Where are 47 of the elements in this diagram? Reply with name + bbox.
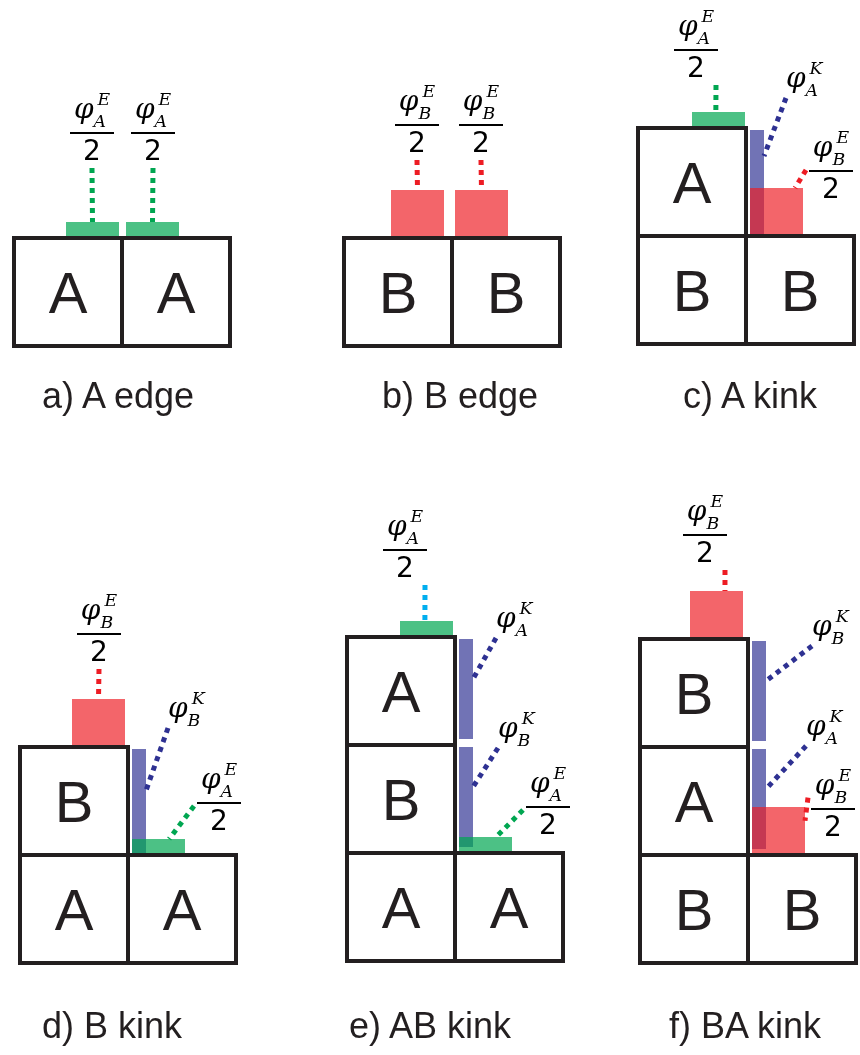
boundary-bar bbox=[66, 222, 119, 236]
boundary-bar bbox=[690, 591, 743, 637]
boundary-bar bbox=[400, 621, 453, 635]
leader-line bbox=[422, 585, 428, 621]
leader-line bbox=[89, 167, 95, 223]
math-label: 2 bbox=[822, 172, 840, 206]
boundary-bar bbox=[126, 222, 179, 236]
leader-line bbox=[792, 168, 809, 190]
math-label: 2 bbox=[210, 804, 228, 838]
panel-caption: a) A edge bbox=[41, 375, 195, 417]
panel-caption: d) B kink bbox=[42, 1005, 182, 1047]
panel-caption: f) BA kink bbox=[668, 1005, 822, 1047]
math-label: 2 bbox=[144, 134, 162, 168]
leader-line bbox=[713, 85, 719, 112]
leader-line bbox=[150, 167, 156, 223]
leader-line bbox=[470, 636, 499, 681]
boundary-bar bbox=[692, 112, 745, 126]
boundary-bar bbox=[459, 639, 473, 739]
leader-line bbox=[143, 727, 171, 792]
math-label: 2 bbox=[83, 134, 101, 168]
leader-line bbox=[764, 744, 808, 791]
math-label: 2 bbox=[408, 126, 426, 160]
leader-line bbox=[802, 797, 811, 822]
panel-caption: c) A kink bbox=[682, 375, 818, 417]
math-label: 2 bbox=[539, 808, 557, 842]
boundary-bar bbox=[459, 837, 512, 851]
leader-line bbox=[494, 808, 525, 839]
math-label: 2 bbox=[90, 635, 108, 669]
boundary-bar bbox=[752, 807, 805, 853]
math-label: 2 bbox=[824, 810, 842, 844]
math-label: 2 bbox=[396, 551, 414, 585]
math-label: 2 bbox=[696, 536, 714, 570]
boundary-bar bbox=[455, 190, 508, 236]
boundary-bar bbox=[391, 190, 444, 236]
leader-line bbox=[470, 746, 501, 789]
math-label: 2 bbox=[687, 51, 705, 85]
boundary-bar bbox=[132, 839, 185, 853]
leader-line bbox=[722, 570, 728, 591]
leader-line bbox=[761, 97, 789, 157]
math-label: 2 bbox=[472, 126, 490, 160]
panel-caption: b) B edge bbox=[381, 375, 539, 417]
boundary-bar bbox=[752, 641, 766, 741]
boundary-bar bbox=[750, 188, 803, 234]
panel-caption: e) AB kink bbox=[348, 1005, 512, 1047]
leader-line bbox=[167, 804, 196, 841]
leader-line bbox=[764, 644, 814, 683]
boundary-bar bbox=[72, 699, 125, 745]
